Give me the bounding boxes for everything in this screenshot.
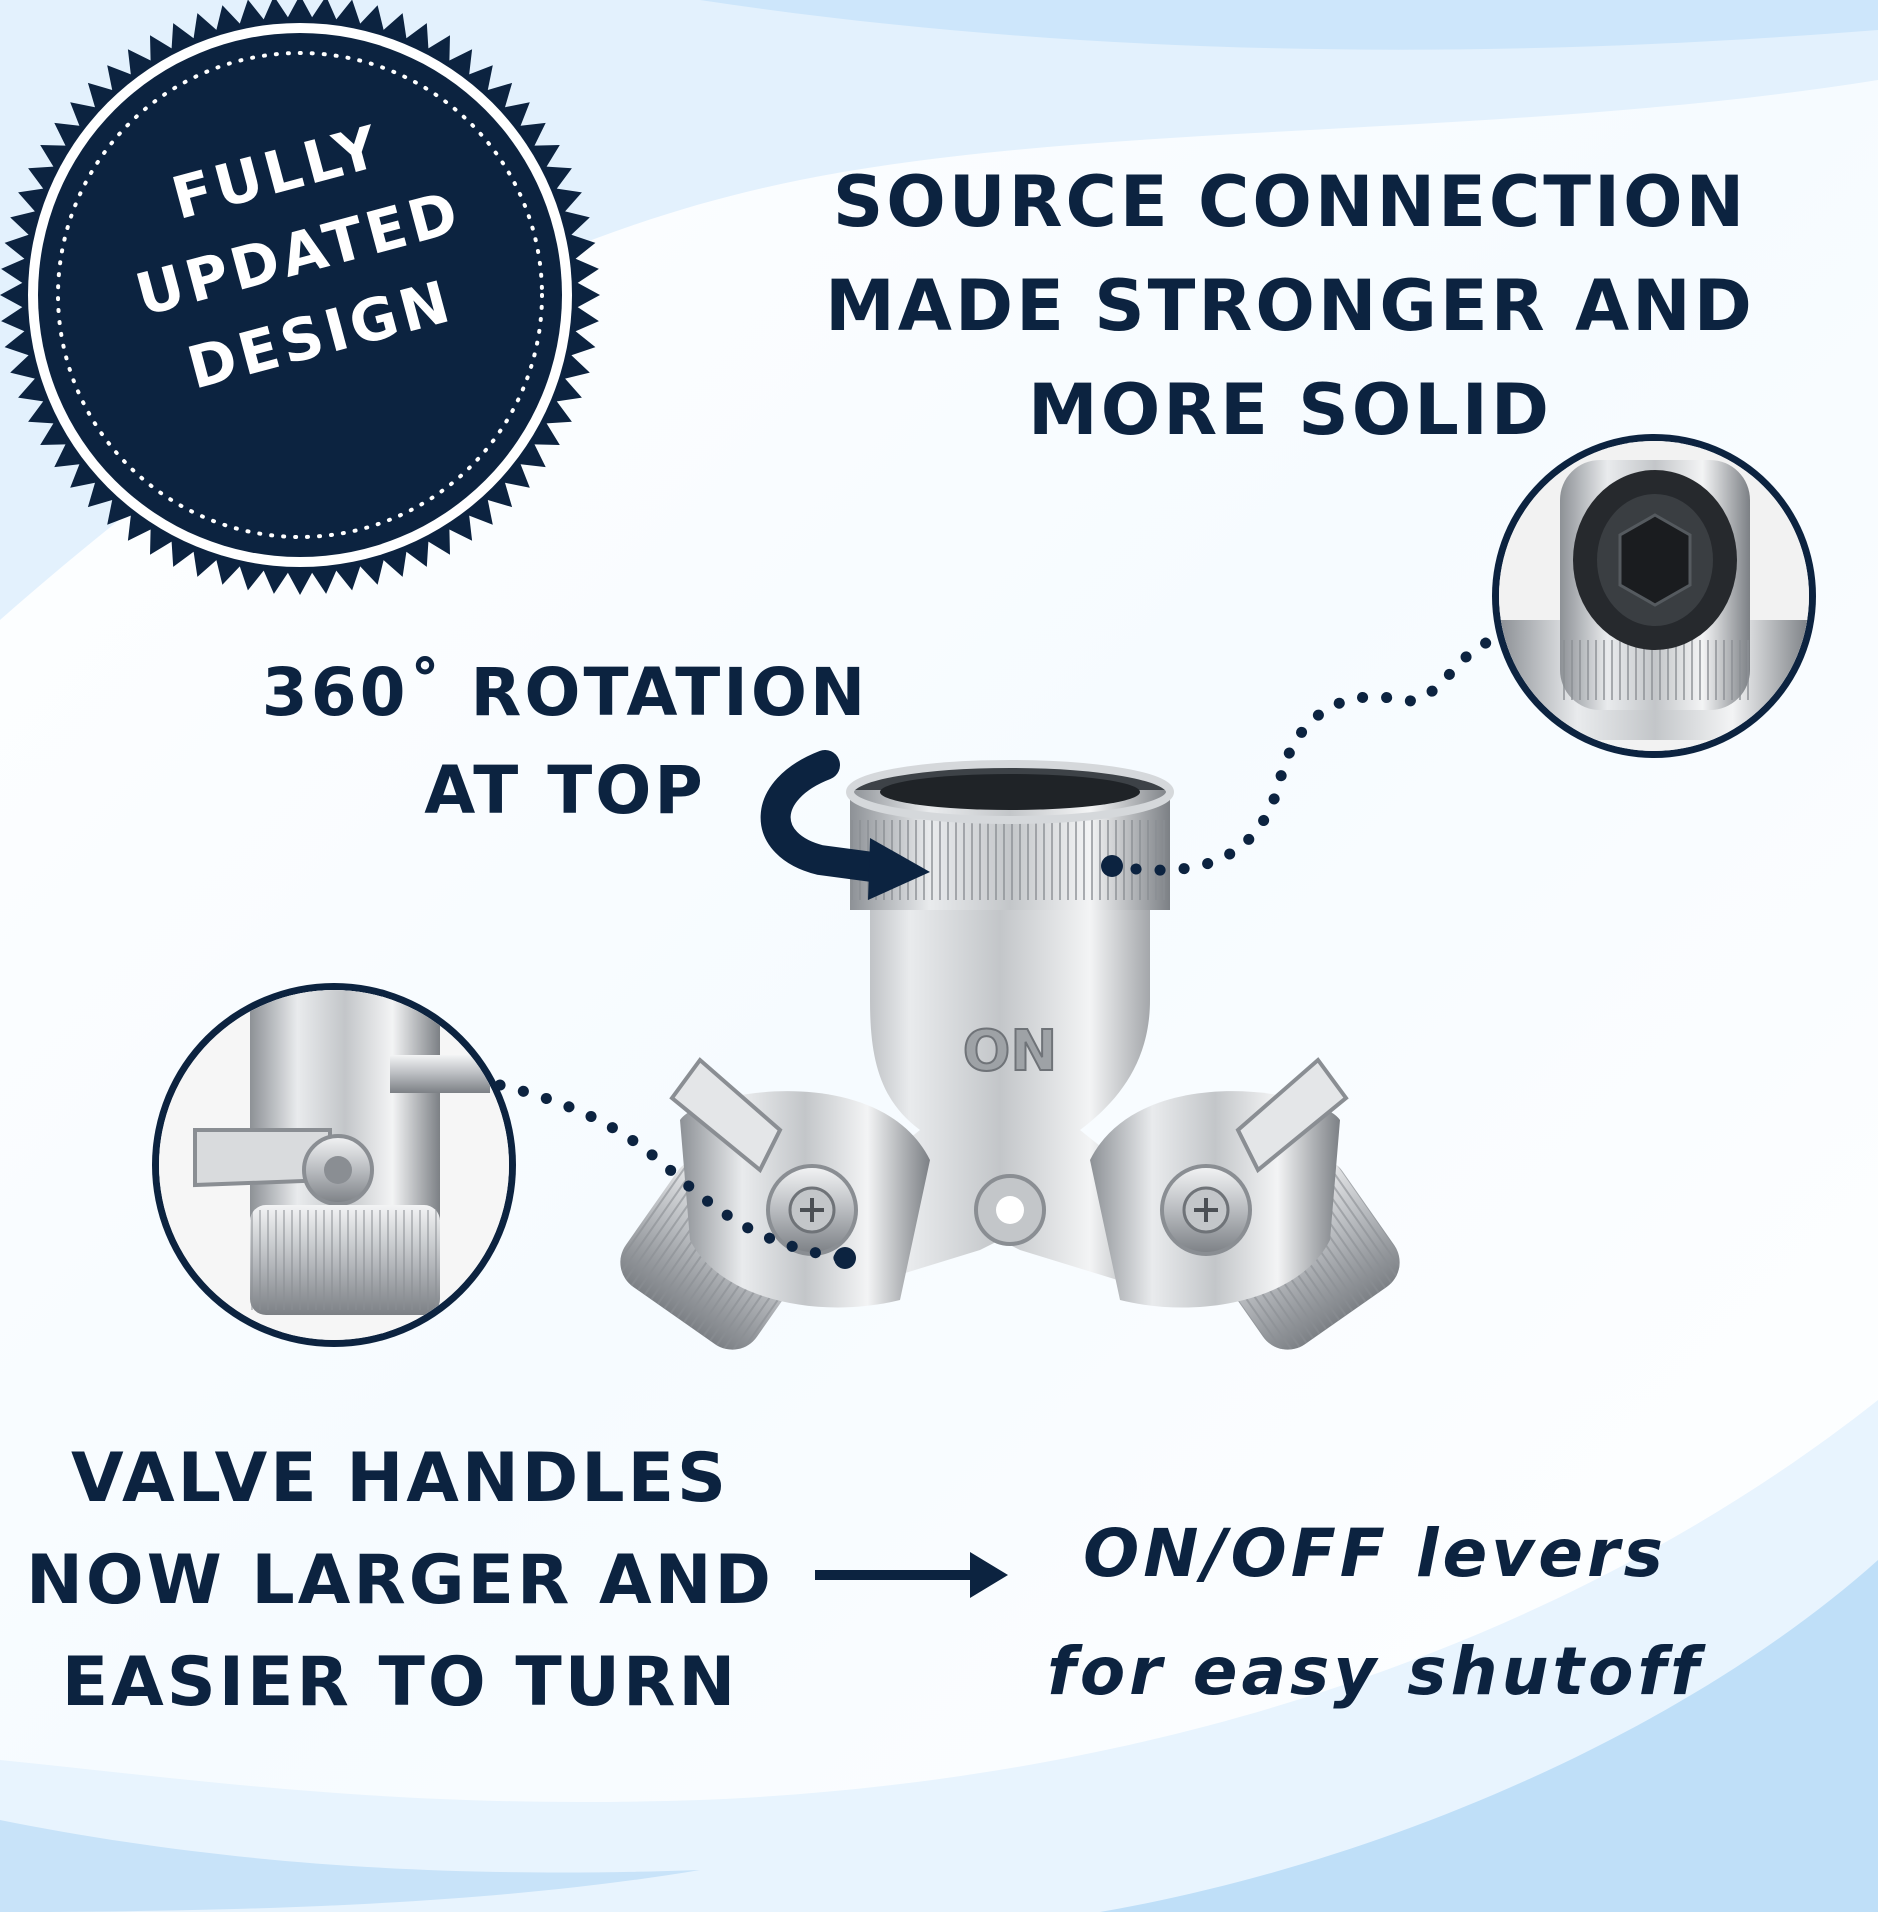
badge-seal [0, 0, 600, 595]
valve-callout: VALVE HANDLES NOW LARGER AND EASIER TO T… [20, 1428, 780, 1734]
headline: SOURCE CONNECTION MADE STRONGER AND MORE… [800, 150, 1780, 462]
coupling-closeup-icon [1492, 434, 1816, 758]
rotation-callout: 360˚ ROTATION AT TOP [240, 644, 890, 840]
headline-line: MADE STRONGER AND [825, 265, 1755, 347]
swirl-bottom-left [0, 1820, 700, 1912]
dotted-connector-top [1101, 634, 1506, 877]
levers-line: ON/OFF levers [1083, 1515, 1667, 1592]
headline-line: MORE SOLID [1028, 369, 1552, 451]
levers-line: for easy shutoff [1047, 1633, 1703, 1710]
headline-line: SOURCE CONNECTION [832, 161, 1748, 243]
rotation-line: 360˚ ROTATION [261, 654, 869, 731]
rotate-arrow-icon [760, 750, 930, 900]
swirl-bottom [0, 1400, 1878, 1912]
rotation-line: AT TOP [424, 752, 706, 829]
dotted-connector-valve [494, 1079, 856, 1269]
y-hose-splitter-icon: ON [620, 760, 1400, 1350]
valve-line: VALVE HANDLES [70, 1439, 729, 1518]
swirl-bottom-right [1100, 1560, 1878, 1912]
levers-callout: ON/OFF levers for easy shutoff [1000, 1495, 1750, 1731]
swirl-top-inner [700, 0, 1878, 50]
valve-closeup-icon [152, 983, 516, 1347]
valve-line: EASIER TO TURN [61, 1643, 739, 1722]
valve-line: NOW LARGER AND [26, 1541, 774, 1620]
right-arrow-icon [815, 1552, 1008, 1598]
body-marking: ON [963, 1019, 1057, 1084]
